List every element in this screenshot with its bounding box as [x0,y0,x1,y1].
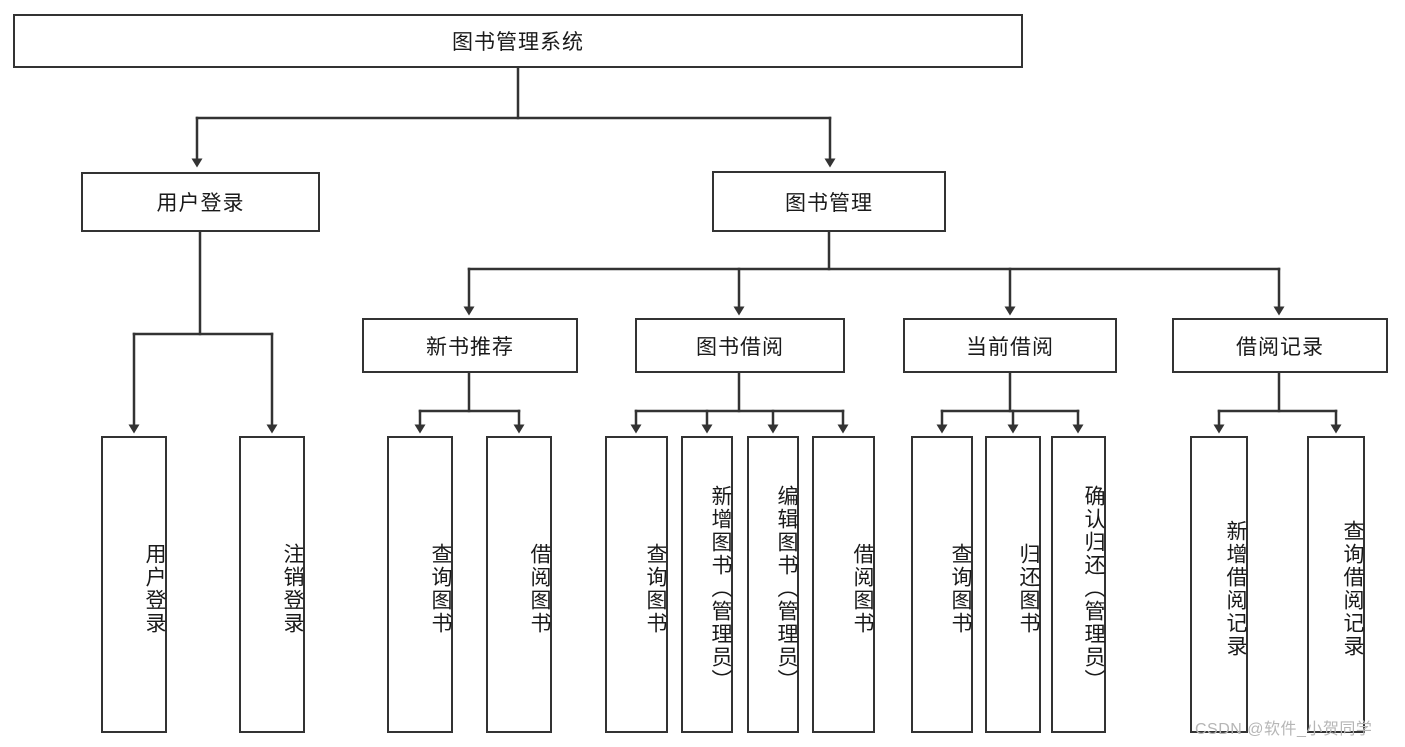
leaf-label: 查询图书 [949,542,972,635]
leaf-label: 注销登录 [281,542,304,635]
node-user-login-label: 用户登录 [156,192,245,215]
node-borrow-record[interactable]: 借阅记录 [1172,318,1388,373]
node-book-borrow[interactable]: 图书借阅 [635,318,845,373]
leaf-logout[interactable]: 注销登录 [239,436,305,733]
csdn-watermark: CSDN @软件_小贺同学 [1195,721,1373,738]
node-new-book-recommend-label: 新书推荐 [426,335,514,359]
leaf-label: 确认归还（管理员） [1082,485,1105,692]
leaf-confirm-return-admin[interactable]: 确认归还（管理员） [1051,436,1106,733]
leaf-query-book-new[interactable]: 查询图书 [387,436,453,733]
leaf-borrow-book-new[interactable]: 借阅图书 [486,436,552,733]
leaf-label: 借阅图书 [851,542,874,635]
leaf-add-book-admin[interactable]: 新增图书（管理员） [681,436,733,733]
node-current-borrow[interactable]: 当前借阅 [903,318,1117,373]
leaf-label: 用户登录 [143,542,166,635]
leaf-add-borrow-record[interactable]: 新增借阅记录 [1190,436,1248,733]
node-current-borrow-label: 当前借阅 [966,335,1054,359]
leaf-edit-book-admin[interactable]: 编辑图书（管理员） [747,436,799,733]
leaf-return-book[interactable]: 归还图书 [985,436,1041,733]
leaf-label: 归还图书 [1017,542,1040,635]
leaf-query-book-current[interactable]: 查询图书 [911,436,973,733]
leaf-label: 新增图书（管理员） [709,485,732,692]
leaf-label: 查询借阅记录 [1341,519,1364,658]
leaf-label: 查询图书 [644,542,667,635]
node-book-management-label: 图书管理 [785,191,873,215]
leaf-user-login[interactable]: 用户登录 [101,436,167,733]
leaf-label: 借阅图书 [528,542,551,635]
node-book-management[interactable]: 图书管理 [712,171,946,232]
leaf-label: 新增借阅记录 [1224,519,1247,658]
node-new-book-recommend[interactable]: 新书推荐 [362,318,578,373]
node-borrow-record-label: 借阅记录 [1236,335,1324,359]
node-root-label: 图书管理系统 [452,31,584,54]
node-book-borrow-label: 图书借阅 [696,335,784,359]
node-root[interactable]: 图书管理系统 [13,14,1023,68]
leaf-query-book-borrow[interactable]: 查询图书 [605,436,668,733]
leaf-query-borrow-record[interactable]: 查询借阅记录 [1307,436,1365,733]
leaf-label: 编辑图书（管理员） [775,485,798,692]
leaf-label: 查询图书 [429,542,452,635]
leaf-borrow-book[interactable]: 借阅图书 [812,436,875,733]
node-user-login[interactable]: 用户登录 [81,172,320,232]
